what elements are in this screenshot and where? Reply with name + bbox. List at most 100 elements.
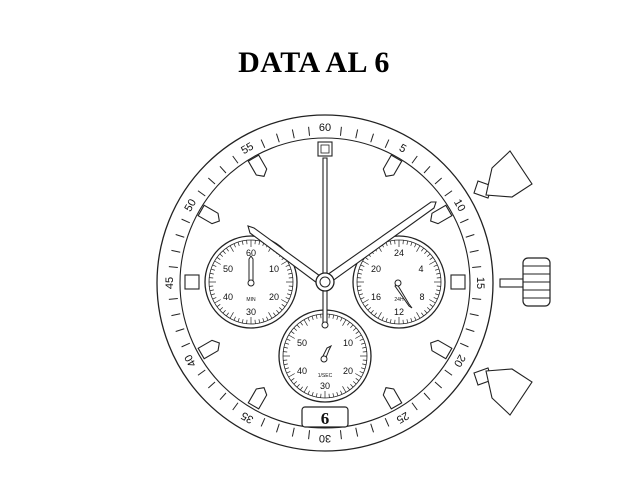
subdial-seconds-num-40: 40 xyxy=(297,366,307,376)
hour-marker xyxy=(197,339,220,360)
subdial-tick xyxy=(355,334,362,339)
bezel-number: 5 xyxy=(397,142,408,155)
subdial-tick xyxy=(406,240,409,245)
subdial-tick xyxy=(288,272,293,275)
hour-marker xyxy=(430,339,453,360)
subdial-tick xyxy=(332,314,335,319)
watch-case-outer xyxy=(156,114,494,452)
hour-marker xyxy=(317,141,333,157)
subdial-tick xyxy=(360,297,365,300)
bezel-tick xyxy=(181,342,190,348)
subdial-tick xyxy=(435,293,440,296)
hour-markers xyxy=(184,141,466,410)
subdial-tick xyxy=(233,243,236,248)
subdial-tick xyxy=(219,253,223,257)
bezel-number: 20 xyxy=(451,352,468,369)
subdial-tick xyxy=(410,318,413,323)
subdial-tick xyxy=(222,310,226,314)
subdial-tick xyxy=(296,384,300,388)
subdial-tick xyxy=(284,342,289,345)
subdial-tick xyxy=(258,319,261,324)
subdial-tick xyxy=(361,342,366,345)
pusher-top-icon[interactable] xyxy=(473,150,533,199)
bezel-tick xyxy=(384,418,390,427)
subdial-tick xyxy=(209,272,214,275)
subdial-tick xyxy=(216,304,221,307)
subdial-tick xyxy=(214,299,221,304)
subdial-tick xyxy=(436,272,441,275)
bezel-tick xyxy=(355,427,359,437)
subdial-tick xyxy=(287,293,292,296)
subdial-tick xyxy=(241,240,244,245)
subdial-tick xyxy=(427,307,431,311)
bezel-tick xyxy=(411,402,418,411)
bezel-number: 15 xyxy=(474,277,486,289)
bezel-tick xyxy=(465,328,475,332)
subdial-24h-hand-icon xyxy=(394,283,413,309)
subdial-tick xyxy=(436,289,441,292)
bezel-tick xyxy=(411,155,418,164)
subdial-tick xyxy=(332,393,335,398)
subdial-tick xyxy=(414,316,417,321)
subdial-tick xyxy=(414,243,417,248)
bezel-tick xyxy=(465,234,475,238)
subdial-tick xyxy=(237,241,240,246)
subdial-tick xyxy=(429,304,434,307)
hour-marker xyxy=(430,204,453,225)
crown-icon[interactable] xyxy=(499,257,551,307)
hour-marker xyxy=(382,154,403,177)
subdial-tick xyxy=(361,367,366,370)
subdial-tick xyxy=(340,317,343,322)
subdial-24h-num-8: 8 xyxy=(419,292,424,302)
subdial-tick xyxy=(364,304,369,307)
subdial-tick xyxy=(362,363,367,366)
subdial-tick xyxy=(293,381,297,385)
subdial-minutes-num-60: 60 xyxy=(246,248,256,258)
subdial-tick xyxy=(374,312,377,317)
bezel-tick xyxy=(472,297,482,300)
subdial-tick xyxy=(290,378,295,381)
bezel-tick xyxy=(197,190,206,197)
subdial-tick xyxy=(359,371,364,374)
subdial-tick xyxy=(358,293,363,296)
bezel-tick xyxy=(276,423,280,433)
subdial-tick xyxy=(427,253,431,257)
subdial-tick xyxy=(389,319,392,324)
bezel-tick xyxy=(339,430,342,440)
subdial-tick xyxy=(214,260,221,265)
subdial-24h-num-24: 24 xyxy=(394,248,404,258)
subdial-seconds-num-30: 30 xyxy=(320,381,330,391)
subdial-minutes: 60 10 20 30 40 50 MIN xyxy=(204,235,298,329)
subdial-tick xyxy=(389,240,392,245)
subdial-tick xyxy=(241,319,244,324)
subdial-tick xyxy=(336,315,339,320)
bezel-tick xyxy=(423,392,431,401)
bezel-number: 40 xyxy=(183,352,200,369)
subdial-tick xyxy=(288,334,295,339)
bezel-tick xyxy=(423,165,431,174)
subdial-tick xyxy=(290,331,295,334)
subdial-tick xyxy=(285,297,290,300)
subdial-tick xyxy=(226,312,229,317)
subdial-tick xyxy=(433,264,438,267)
bezel-tick xyxy=(308,126,311,136)
subdial-tick xyxy=(381,316,384,321)
bezel-tick xyxy=(444,369,453,376)
subdial-24h-num-16: 16 xyxy=(371,292,381,302)
subdial-minutes-hand-icon xyxy=(248,255,254,284)
subdial-minutes-num-30: 30 xyxy=(246,307,256,317)
subdial-tick xyxy=(229,245,234,252)
page-title: DATA AL 6 xyxy=(238,46,390,79)
subdial-tick xyxy=(370,310,374,314)
subdial-tick xyxy=(385,318,388,323)
subdial-tick xyxy=(303,386,308,393)
subdial-tick xyxy=(233,316,236,321)
subdial-tick xyxy=(287,268,292,271)
subdial-tick xyxy=(429,299,436,304)
bezel-number: 45 xyxy=(164,277,176,289)
subdial-minutes-num-40: 40 xyxy=(223,292,233,302)
bezel-tick xyxy=(232,155,239,164)
subdial-tick xyxy=(293,327,297,331)
pusher-bottom-icon[interactable] xyxy=(473,367,533,416)
